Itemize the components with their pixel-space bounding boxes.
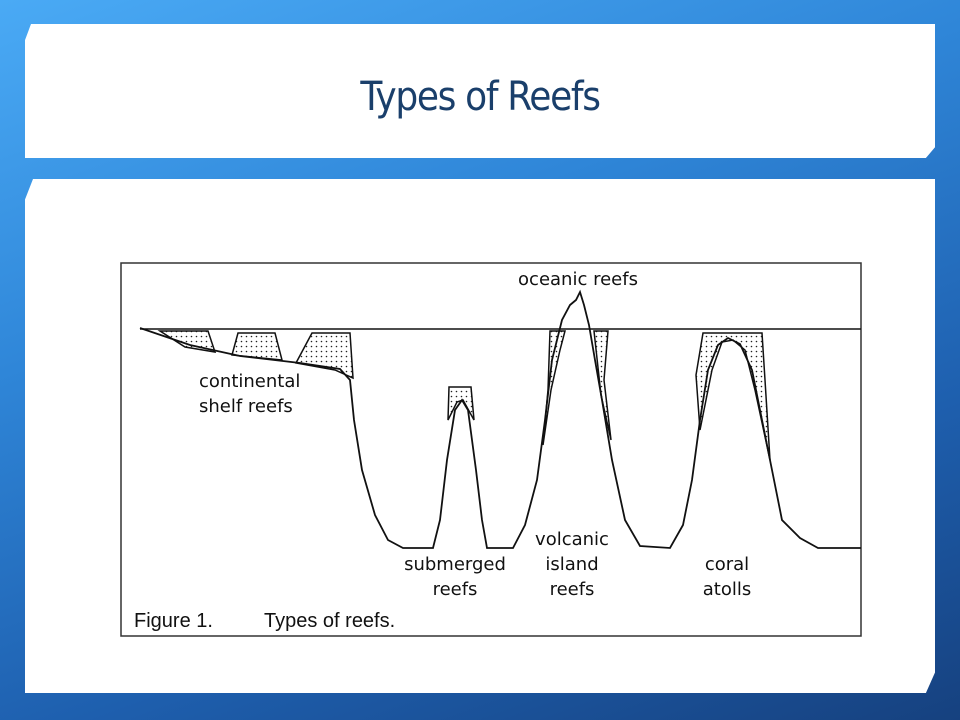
seabed-profile xyxy=(139,289,861,549)
label-atoll-1: coral xyxy=(705,554,749,575)
label-oceanic-reefs: oceanic reefs xyxy=(518,269,638,290)
label-atoll-2: atolls xyxy=(703,579,751,600)
figure-frame xyxy=(120,262,862,637)
label-submerged-1: submerged xyxy=(404,554,506,575)
label-continental-2: shelf reefs xyxy=(199,396,293,417)
title-panel: Types of Reefs xyxy=(25,24,935,158)
label-volcanic-3: reefs xyxy=(550,579,595,600)
figure-caption-number: Figure 1. xyxy=(134,610,213,632)
label-submerged-2: reefs xyxy=(433,579,478,600)
slide-title: Types of Reefs xyxy=(360,74,601,120)
label-volcanic-1: volcanic xyxy=(535,529,609,550)
figure-caption-text: Types of reefs. xyxy=(264,610,395,632)
label-volcanic-2: island xyxy=(545,554,598,575)
label-continental-1: continental xyxy=(199,371,300,392)
